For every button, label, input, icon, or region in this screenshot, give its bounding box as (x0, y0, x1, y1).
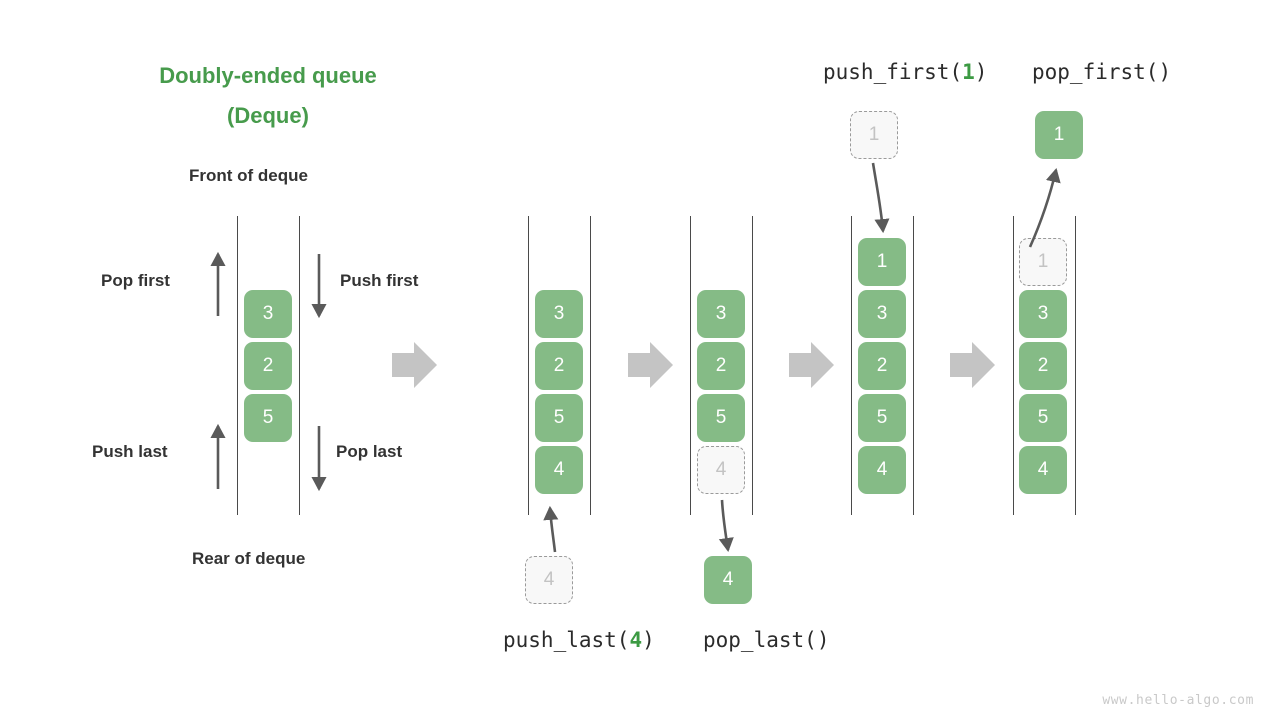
page-title: Doubly-ended queue (Deque) (108, 56, 428, 136)
push-first-op-paren-open: ( (949, 60, 963, 84)
stage2-rail-right (752, 216, 753, 515)
pop-first-op-label: pop_first() (1032, 60, 1171, 84)
push-last-ghost-box: 4 (525, 556, 573, 604)
stage2-rail-left (690, 216, 691, 515)
push-last-flow-arrow-icon (543, 505, 559, 553)
push-first-ghost-box: 1 (850, 111, 898, 159)
step-arrow-icon-3 (789, 342, 834, 388)
push-last-label: Push last (92, 442, 168, 461)
push-first-label: Push first (340, 271, 419, 290)
pop-last-op-label: pop_last() (703, 628, 829, 652)
legend-rail-left (237, 216, 238, 515)
push-first-flow-arrow-icon (871, 162, 890, 234)
pop-last-op-name: pop_last (703, 628, 805, 652)
stage4-rail-right (1075, 216, 1076, 515)
push-first-op-label: push_first(1) (823, 60, 987, 84)
pop-last-flow-arrow-icon (718, 499, 734, 553)
pop-first-label: Pop first (101, 271, 170, 290)
pop-first-result-box: 1 (1035, 111, 1083, 159)
stage1-rail-right (590, 216, 591, 515)
pop-first-op-name: pop_first (1032, 60, 1146, 84)
rear-of-deque-label: Rear of deque (192, 549, 306, 568)
stage1-element-1: 2 (535, 342, 583, 390)
stage3-element-0: 1 (858, 238, 906, 286)
stage1-rail-left (528, 216, 529, 515)
stage3-element-3: 5 (858, 394, 906, 442)
stage4-element-0-ghost: 1 (1019, 238, 1067, 286)
stage2-element-1: 2 (697, 342, 745, 390)
stage4-element-4: 4 (1019, 446, 1067, 494)
stage1-element-3: 4 (535, 446, 583, 494)
front-of-deque-label: Front of deque (189, 166, 308, 185)
legend-element-1: 2 (244, 342, 292, 390)
pop-first-op-paren-open: ( (1145, 60, 1159, 84)
push-first-op-arg: 1 (962, 60, 975, 84)
legend-element-2: 5 (244, 394, 292, 442)
pop-last-op-paren-close: ) (816, 628, 830, 652)
push-last-op-paren-open: ( (616, 628, 630, 652)
step-arrow-icon-2 (628, 342, 673, 388)
title-line-1: Doubly-ended queue (159, 63, 377, 88)
step-arrow-icon-1 (392, 342, 437, 388)
push-last-op-label: push_last(4) (503, 628, 655, 652)
stage2-element-0: 3 (697, 290, 745, 338)
stage1-element-0: 3 (535, 290, 583, 338)
push-first-op-name: push_first (823, 60, 950, 84)
stage2-element-2: 5 (697, 394, 745, 442)
title-line-2: (Deque) (227, 103, 309, 128)
stage2-element-3-ghost: 4 (697, 446, 745, 494)
stage3-element-4: 4 (858, 446, 906, 494)
pop-first-flow-arrow-icon (1028, 167, 1061, 248)
stage1-element-2: 5 (535, 394, 583, 442)
push-last-op-arg: 4 (629, 628, 643, 652)
push-first-op-paren-close: ) (974, 60, 988, 84)
legend-element-0: 3 (244, 290, 292, 338)
stage4-element-2: 2 (1019, 342, 1067, 390)
stage3-element-1: 3 (858, 290, 906, 338)
legend-rail-right (299, 216, 300, 515)
pop-first-op-paren-close: ) (1158, 60, 1172, 84)
watermark: www.hello-algo.com (1102, 693, 1254, 708)
stage4-rail-left (1013, 216, 1014, 515)
push-last-op-name: push_last (503, 628, 617, 652)
stage3-element-2: 2 (858, 342, 906, 390)
step-arrow-icon-4 (950, 342, 995, 388)
stage3-rail-left (851, 216, 852, 515)
stage4-element-3: 5 (1019, 394, 1067, 442)
pop-last-op-paren-open: ( (804, 628, 817, 652)
pop-last-result-box: 4 (704, 556, 752, 604)
stage3-rail-right (913, 216, 914, 515)
pop-last-label: Pop last (336, 442, 403, 461)
push-last-op-paren-close: ) (642, 628, 655, 652)
stage4-element-1: 3 (1019, 290, 1067, 338)
